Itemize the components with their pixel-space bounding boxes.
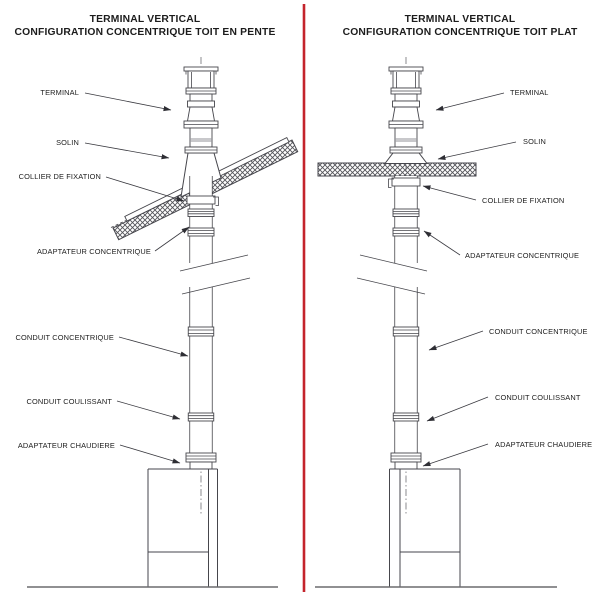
label-adaptateur-concentrique: ADAPTATEUR CONCENTRIQUE: [37, 247, 151, 256]
label-conduit-coulissant: CONDUIT COULISSANT: [495, 393, 581, 402]
flue-lower: [185, 175, 217, 470]
label-terminal: TERMINAL: [510, 88, 549, 97]
leader-arrow: [422, 185, 477, 201]
left-diagram: TERMINAL VERTICAL CONFIGURATION CONCENTR…: [14, 14, 299, 588]
fixing-collar: [186, 195, 219, 206]
leader-arrow: [118, 336, 189, 357]
label-collier-de-fixation: COLLIER DE FIXATION: [482, 196, 564, 205]
boiler: [147, 468, 218, 587]
leader-arrow: [105, 176, 185, 202]
label-conduit-concentrique: CONDUIT CONCENTRIQUE: [15, 333, 114, 342]
terminal-cap: [388, 66, 424, 154]
boiler: [389, 468, 461, 587]
label-solin: SOLIN: [523, 137, 546, 146]
label-adaptateur-concentrique: ADAPTATEUR CONCENTRIQUE: [465, 251, 579, 260]
leader-arrow: [437, 141, 517, 160]
pipe-break: [179, 254, 251, 295]
label-terminal: TERMINAL: [40, 88, 79, 97]
leader-arrow: [116, 400, 181, 420]
right-title-line2: CONFIGURATION CONCENTRIQUE TOIT PLAT: [343, 27, 578, 38]
fixing-collar: [388, 177, 421, 188]
leader-arrow: [428, 330, 484, 351]
leader-arrow: [423, 230, 461, 256]
right-diagram: TERMINAL VERTICAL CONFIGURATION CONCENTR…: [315, 14, 592, 588]
label-collier-de-fixation: COLLIER DE FIXATION: [19, 172, 101, 181]
left-labels: TERMINAL SOLIN COLLIER DE FIXATION ADAPT…: [15, 88, 190, 464]
leader-arrow: [435, 92, 505, 111]
label-adaptateur-chaudiere: ADAPTATEUR CHAUDIERE: [18, 441, 115, 450]
right-title-line1: TERMINAL VERTICAL: [405, 14, 516, 25]
flat-roof: [317, 162, 477, 177]
leader-arrow: [154, 226, 190, 252]
left-title-line1: TERMINAL VERTICAL: [90, 14, 201, 25]
right-labels: TERMINAL SOLIN COLLIER DE FIXATION ADAPT…: [422, 88, 592, 467]
left-title-line2: CONFIGURATION CONCENTRIQUE TOIT EN PENTE: [14, 27, 275, 38]
leader-arrow: [426, 396, 489, 422]
label-conduit-coulissant: CONDUIT COULISSANT: [26, 397, 112, 406]
leader-arrow: [84, 92, 172, 112]
label-solin: SOLIN: [56, 138, 79, 147]
leader-arrow: [422, 443, 489, 467]
leader-arrow: [84, 142, 170, 160]
label-conduit-concentrique: CONDUIT CONCENTRIQUE: [489, 327, 588, 336]
terminal-cap: [183, 66, 219, 154]
label-adaptateur-chaudiere: ADAPTATEUR CHAUDIERE: [495, 440, 592, 449]
leader-arrow: [119, 444, 181, 464]
pipe-break: [356, 254, 428, 295]
solin-cone: [383, 152, 429, 164]
flue-lower: [390, 175, 422, 470]
